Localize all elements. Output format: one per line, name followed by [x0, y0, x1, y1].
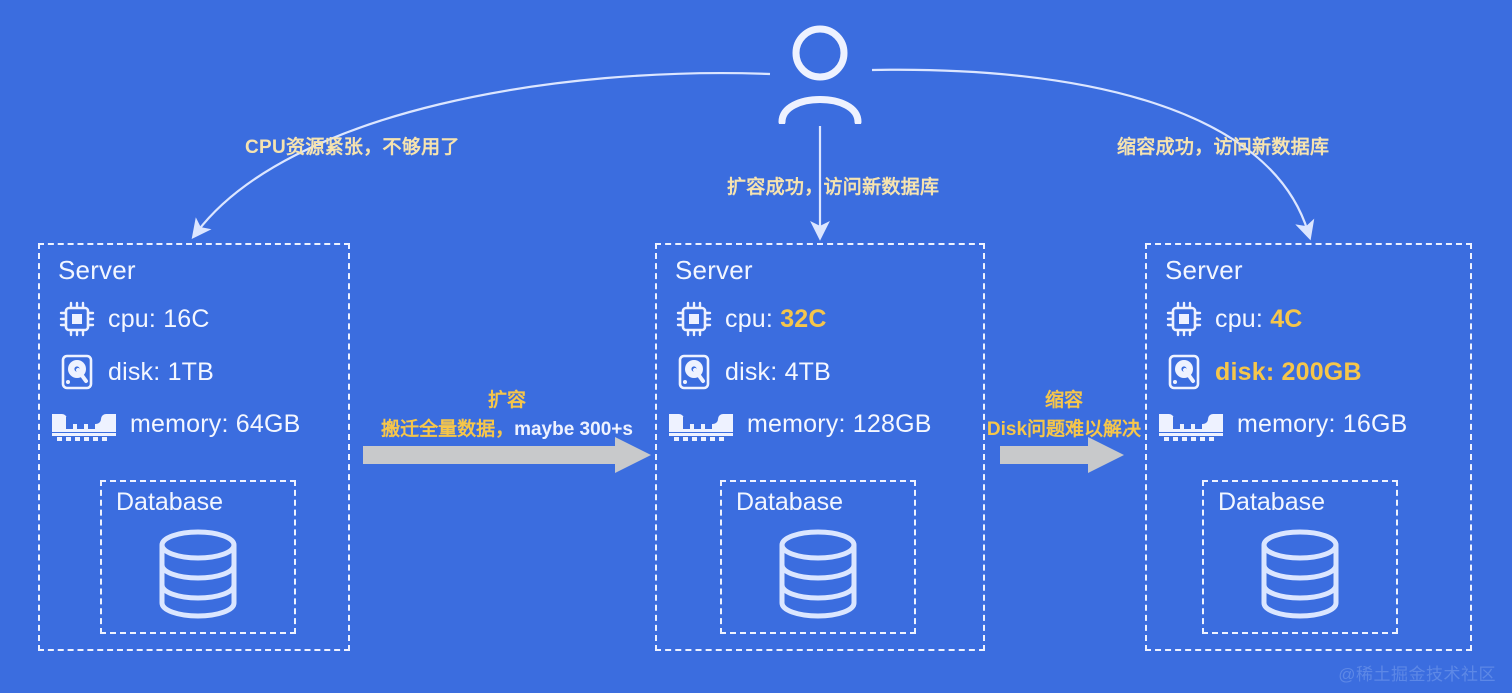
- spec-memory-label: memory:: [747, 409, 853, 438]
- database-card[interactable]: Database: [720, 480, 916, 634]
- migration-arrow-scale-down: [1000, 437, 1124, 473]
- spec-memory-label: memory:: [1237, 409, 1343, 438]
- spec-row-memory: memory: 128GB: [667, 405, 932, 443]
- spec-cpu-label: cpu:: [725, 304, 781, 333]
- server-card-3[interactable]: Server cpu: 4C: [1145, 243, 1472, 651]
- spec-cpu-text: cpu: 4C: [1215, 305, 1303, 334]
- spec-memory-text: memory: 16GB: [1237, 410, 1408, 439]
- database-cylinder-icon: [1254, 528, 1346, 631]
- migration-label-scale-up: 扩容 搬迁全量数据，maybe 300+s: [363, 385, 651, 441]
- memory-ram-icon: [667, 405, 735, 443]
- spec-row-disk: disk: 4TB: [675, 353, 831, 391]
- database-title: Database: [1218, 488, 1326, 516]
- spec-row-cpu: cpu: 16C: [58, 300, 210, 338]
- memory-ram-icon: [1157, 405, 1225, 443]
- spec-cpu-value: 16C: [163, 304, 210, 333]
- cpu-chip-icon: [58, 300, 96, 338]
- server-title: Server: [58, 255, 136, 285]
- spec-cpu-text: cpu: 16C: [108, 305, 210, 334]
- migration-detail: Disk问题难以解决: [978, 414, 1150, 441]
- spec-memory-value: 64GB: [235, 409, 301, 438]
- spec-disk-text: disk: 200GB: [1215, 358, 1362, 387]
- spec-memory-text: memory: 64GB: [130, 410, 301, 439]
- spec-disk-text: disk: 4TB: [725, 358, 831, 387]
- cpu-chip-icon: [675, 300, 713, 338]
- spec-memory-value: 16GB: [1342, 409, 1408, 438]
- server-card-1[interactable]: Server cpu: 16C: [38, 243, 350, 651]
- hard-disk-icon: [1165, 353, 1203, 391]
- user-actor: [772, 22, 868, 126]
- database-title: Database: [116, 488, 224, 516]
- spec-row-cpu: cpu: 32C: [675, 300, 827, 338]
- spec-memory-label: memory:: [130, 409, 236, 438]
- migration-detail-ascii: maybe 300+s: [514, 419, 633, 440]
- spec-disk-label: disk:: [1215, 357, 1282, 386]
- memory-ram-icon: [50, 405, 118, 443]
- spec-disk-value: 1TB: [167, 357, 215, 386]
- spec-memory-value: 128GB: [852, 409, 932, 438]
- server-title: Server: [675, 255, 753, 285]
- spec-disk-label: disk:: [108, 357, 168, 386]
- database-card[interactable]: Database: [1202, 480, 1398, 634]
- spec-disk-text: disk: 1TB: [108, 358, 214, 387]
- server-card-2[interactable]: Server cpu: 32C: [655, 243, 985, 651]
- database-title: Database: [736, 488, 844, 516]
- spec-row-memory: memory: 16GB: [1157, 405, 1408, 443]
- cpu-chip-icon: [1165, 300, 1203, 338]
- server-title: Server: [1165, 255, 1243, 285]
- flow-note-cpu-pressure: CPU资源紧张，不够用了: [245, 137, 460, 158]
- migration-arrow-scale-up: [363, 437, 651, 473]
- database-cylinder-icon: [772, 528, 864, 631]
- migration-detail-cn: Disk问题难以解决: [986, 419, 1142, 440]
- spec-cpu-text: cpu: 32C: [725, 305, 827, 334]
- migration-title: 扩容: [487, 390, 526, 411]
- user-person-icon: [778, 25, 862, 126]
- flow-note-scale-up-success: 扩容成功，访问新数据库: [727, 177, 940, 198]
- spec-cpu-value: 4C: [1270, 304, 1303, 333]
- spec-disk-label: disk:: [725, 357, 785, 386]
- spec-row-disk: disk: 200GB: [1165, 353, 1362, 391]
- spec-disk-value: 200GB: [1281, 357, 1362, 386]
- spec-disk-value: 4TB: [784, 357, 832, 386]
- spec-memory-text: memory: 128GB: [747, 410, 932, 439]
- spec-cpu-value: 32C: [780, 304, 827, 333]
- migration-title: 缩容: [1044, 390, 1083, 411]
- hard-disk-icon: [58, 353, 96, 391]
- spec-row-cpu: cpu: 4C: [1165, 300, 1303, 338]
- migration-detail-cn: 搬迁全量数据，: [381, 419, 515, 440]
- spec-cpu-label: cpu:: [108, 304, 164, 333]
- spec-cpu-label: cpu:: [1215, 304, 1271, 333]
- hard-disk-icon: [675, 353, 713, 391]
- watermark: @稀土掘金技术社区: [1338, 665, 1496, 684]
- database-card[interactable]: Database: [100, 480, 296, 634]
- spec-row-memory: memory: 64GB: [50, 405, 301, 443]
- migration-detail: 搬迁全量数据，maybe 300+s: [363, 414, 651, 441]
- flow-note-scale-down-success: 缩容成功，访问新数据库: [1117, 137, 1330, 158]
- spec-row-disk: disk: 1TB: [58, 353, 214, 391]
- migration-label-scale-down: 缩容 Disk问题难以解决: [978, 385, 1150, 441]
- database-cylinder-icon: [152, 528, 244, 631]
